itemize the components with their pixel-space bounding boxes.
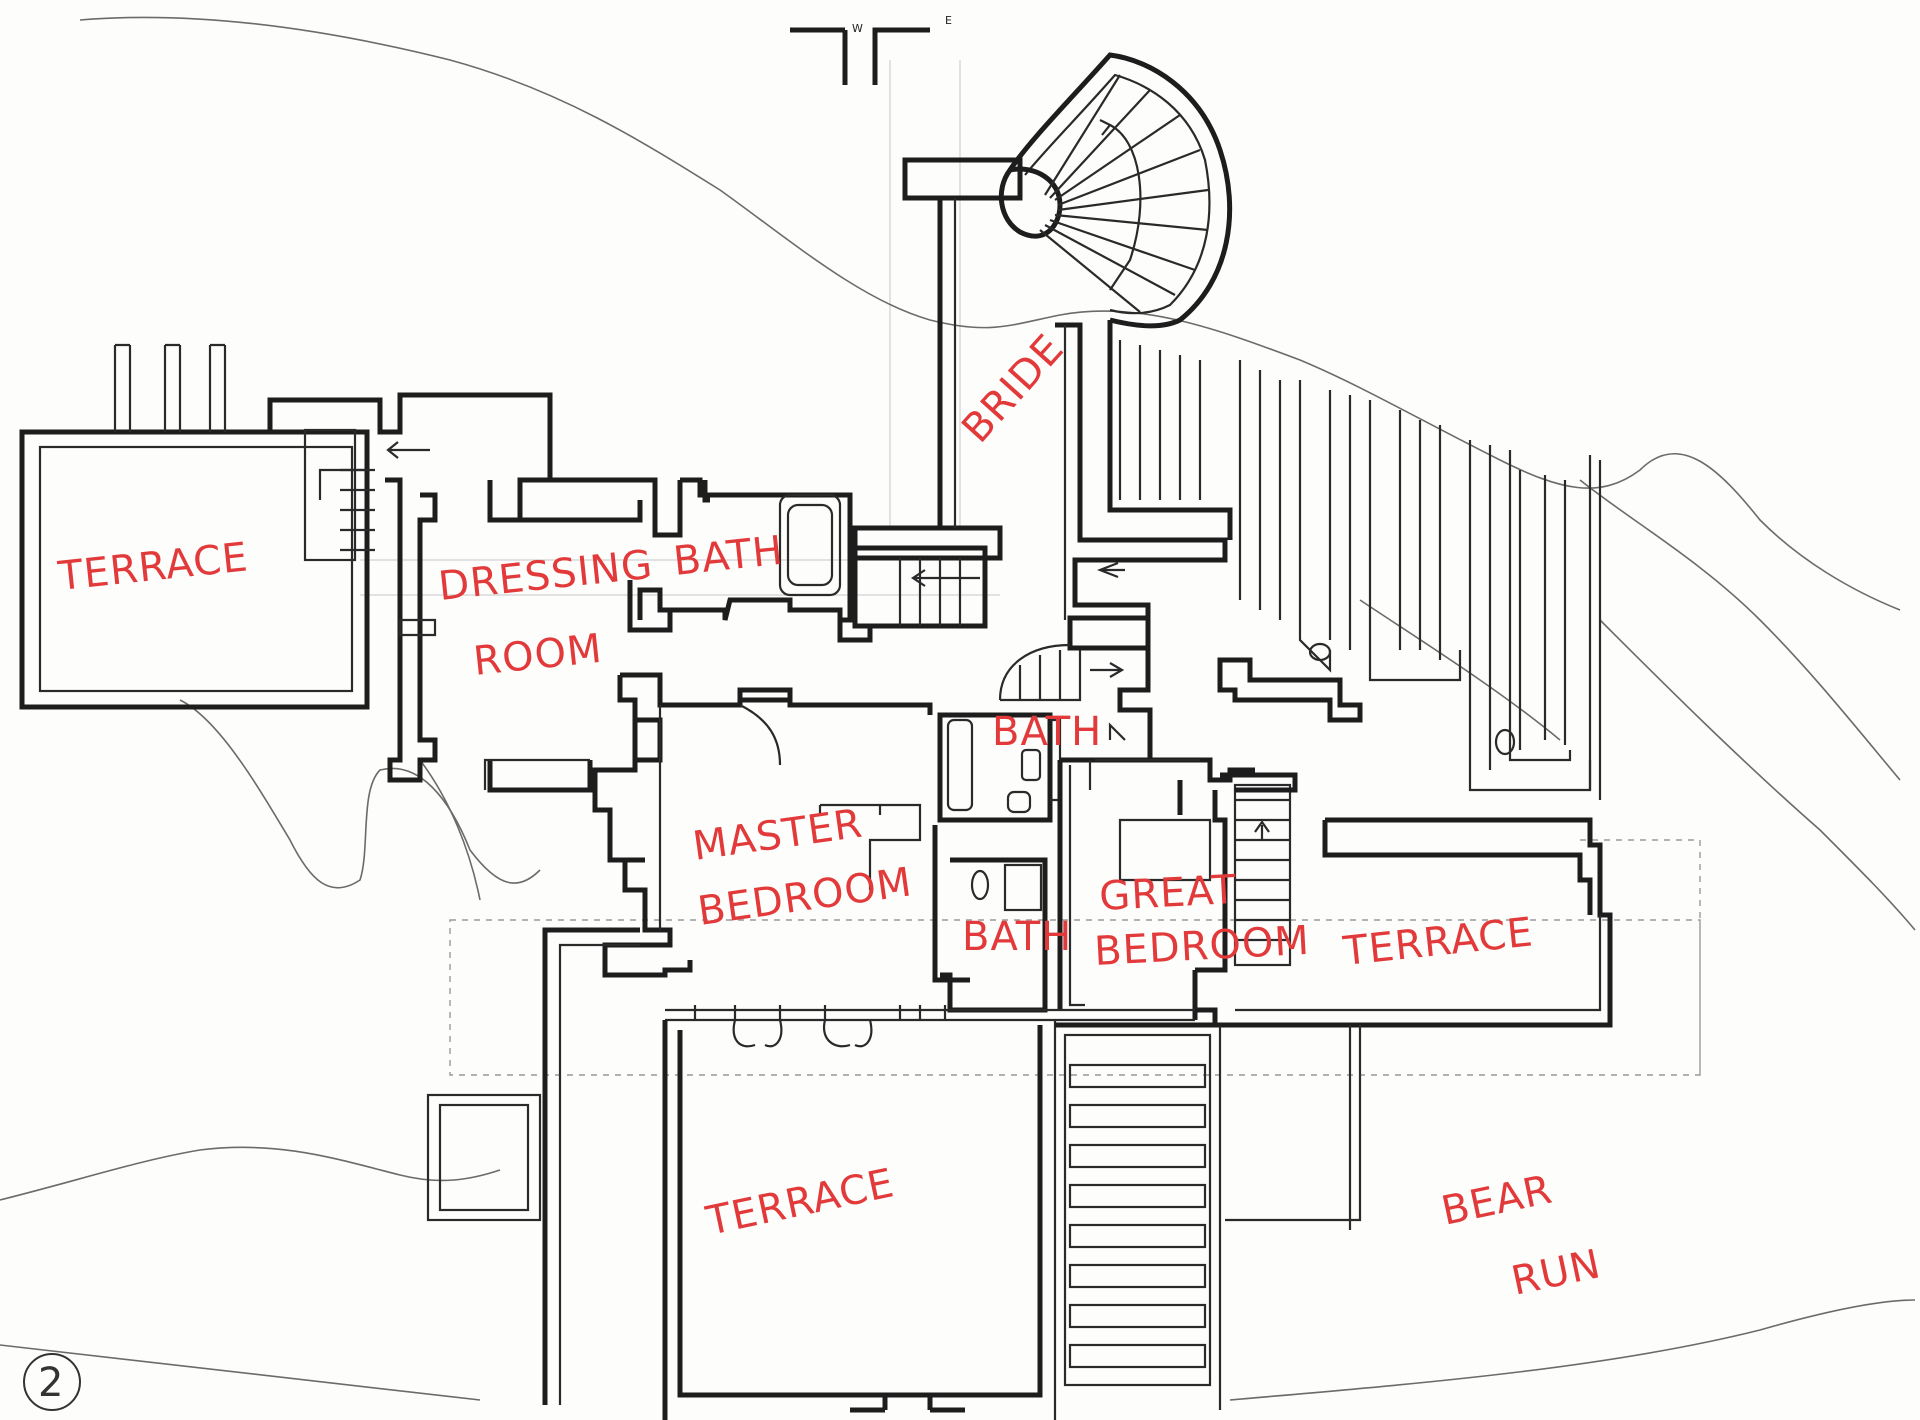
label-great-1: GREAT xyxy=(1098,867,1238,920)
label-bear-run-2: RUN xyxy=(1508,1241,1606,1305)
northwest-stair xyxy=(267,392,553,562)
label-terrace-west: TERRACE xyxy=(55,534,250,600)
section-markers xyxy=(790,27,965,1413)
label-terrace-south: TERRACE xyxy=(702,1160,899,1245)
east-marker: E xyxy=(945,14,952,27)
west-marker: W xyxy=(852,22,863,35)
east-stair xyxy=(1220,772,1298,967)
terrace-east-outline xyxy=(1195,817,1613,1028)
terrace-west-outline xyxy=(19,343,370,710)
hatch-stair xyxy=(1055,1022,1220,1387)
label-terrace-east: TERRACE xyxy=(1340,909,1535,975)
label-bridge: BRIDE xyxy=(953,326,1073,452)
label-dressing-room-2: ROOM xyxy=(471,626,604,685)
label-dressing-room-1: DRESSING xyxy=(436,542,655,610)
sheet-number-badge: 2 xyxy=(23,1353,81,1411)
east-trellis xyxy=(1077,320,1602,800)
label-bath-south: BATH xyxy=(962,914,1072,960)
south-facade xyxy=(665,1005,1195,1048)
label-master-1: MASTER xyxy=(690,801,866,870)
great-bedroom-walls xyxy=(1057,757,1255,1020)
master-bedroom-walls xyxy=(592,672,933,978)
construction-lines xyxy=(360,60,1000,596)
terrace-south-outline xyxy=(426,927,1362,1420)
topographic-contours xyxy=(0,16,1916,1401)
dressing-room-walls xyxy=(385,477,683,793)
bridge xyxy=(902,157,1023,528)
label-bath-north: BATH xyxy=(671,528,785,585)
north-bath xyxy=(627,477,873,643)
label-master-2: BEDROOM xyxy=(695,859,915,935)
center-bath xyxy=(937,712,1062,823)
label-bear-run-1: BEAR xyxy=(1438,1167,1557,1235)
sheet-number: 2 xyxy=(38,1360,63,1406)
central-stair xyxy=(852,525,1003,629)
spiral-stair xyxy=(998,52,1233,329)
label-bath-center: BATH xyxy=(992,709,1102,755)
label-great-2: BEDROOM xyxy=(1093,918,1311,975)
dashed-lower-level xyxy=(449,839,1701,1076)
